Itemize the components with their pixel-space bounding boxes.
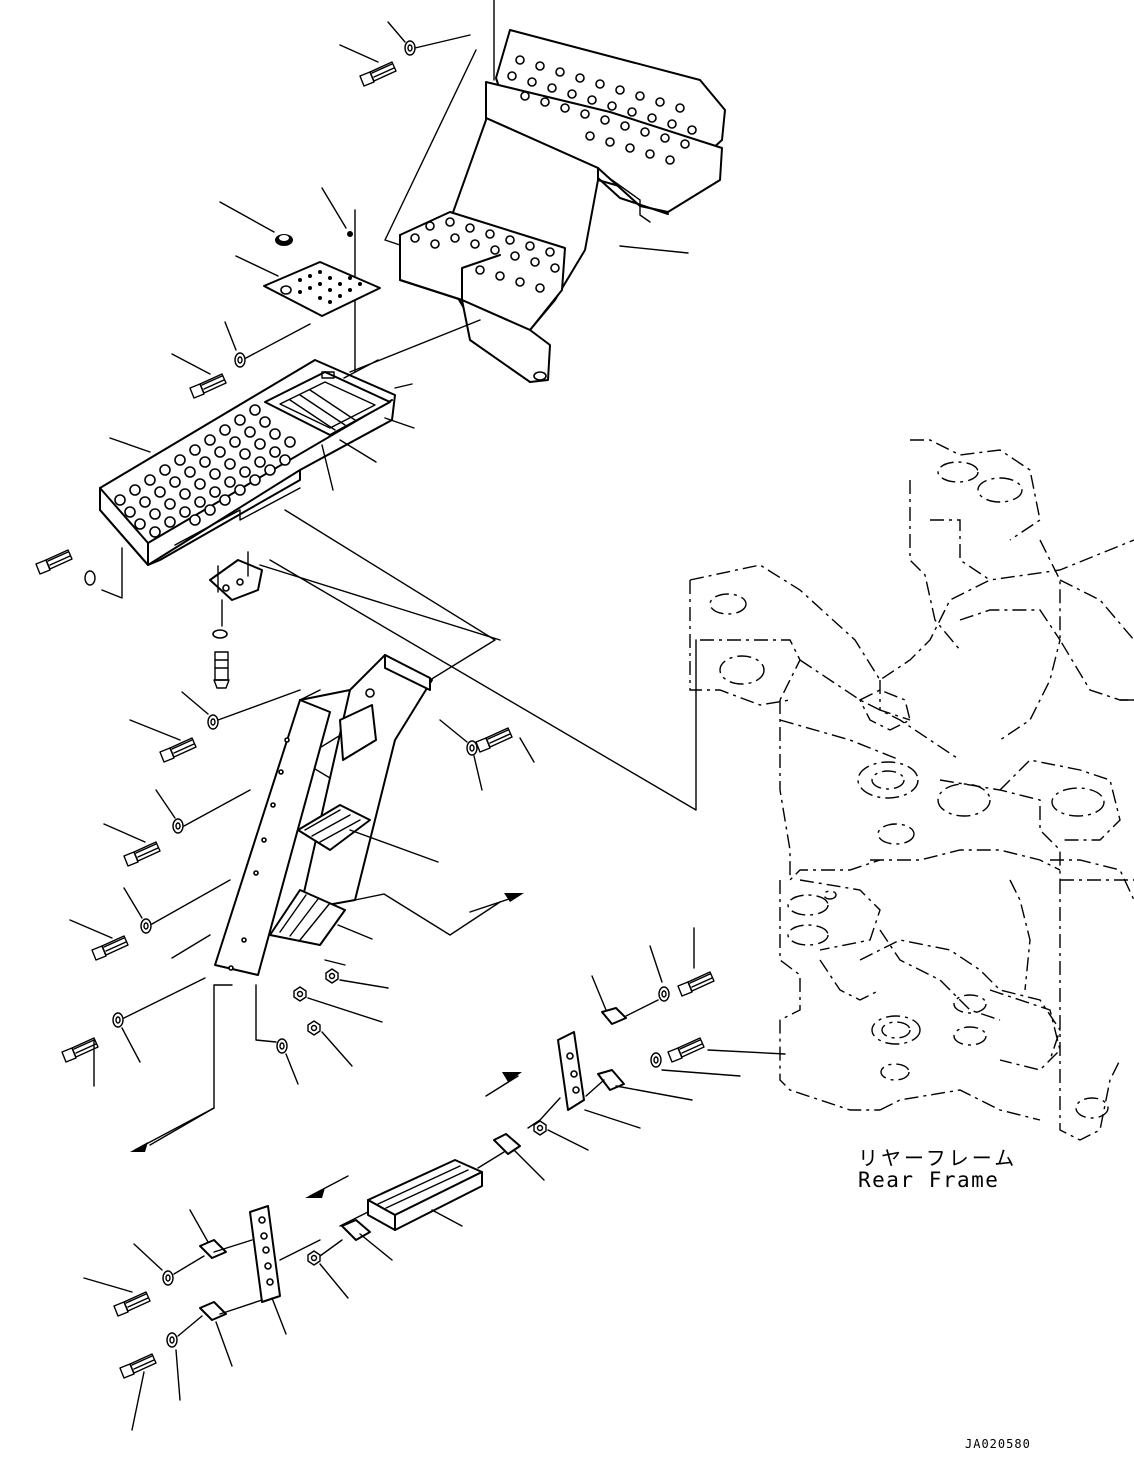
hinge-bracket bbox=[209, 551, 263, 689]
top-bolt-set bbox=[339, 21, 471, 87]
right-step-kit bbox=[477, 927, 786, 1181]
upper-step-holes bbox=[410, 55, 697, 293]
side-bolt-set bbox=[35, 549, 96, 586]
upper-step-assembly bbox=[384, 0, 726, 383]
middle-platform bbox=[99, 209, 496, 791]
ladder-bolts bbox=[61, 689, 535, 1087]
mid-bolt-set bbox=[171, 321, 311, 399]
leader-lines bbox=[149, 319, 697, 1146]
direction-arrow-icon bbox=[130, 893, 524, 1198]
ladder-nuts bbox=[255, 968, 389, 1085]
left-step-kit bbox=[83, 1205, 321, 1431]
pin-dot bbox=[321, 187, 353, 237]
middle-platform-holes bbox=[114, 404, 296, 538]
drawing-number: JA020580 bbox=[965, 1437, 1031, 1451]
rear-frame bbox=[689, 439, 1134, 1141]
bottom-step-tread bbox=[307, 1159, 483, 1299]
ladder-assembly bbox=[171, 654, 439, 976]
cap-nut bbox=[219, 201, 293, 246]
rear-frame-label-english: Rear Frame bbox=[858, 1168, 1000, 1192]
rear-frame-label-japanese: リヤーフレーム bbox=[858, 1146, 1018, 1170]
anti-slip-plate bbox=[235, 255, 381, 317]
